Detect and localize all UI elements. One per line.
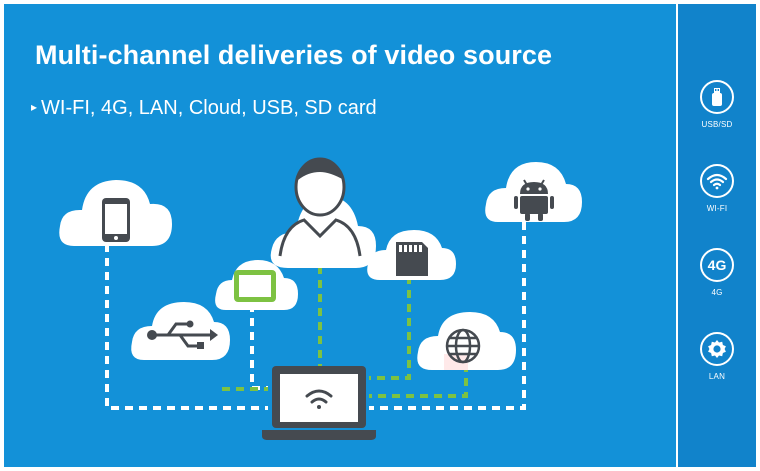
phone-link-line [105,244,268,410]
sidebar-label-usb-sd: USB/SD [701,120,733,129]
slide-canvas: Multi-channel deliveries of video source… [4,4,676,467]
cloud-smartphone [59,180,172,246]
tablet-icon [234,270,276,302]
sidebar-item-usb-sd[interactable]: USB/SD [678,80,756,129]
cloud-usb [131,302,230,360]
tablet-link-line [250,304,268,390]
laptop-icon [262,366,376,440]
delivery-diagram [59,157,582,440]
sidebar-item-wifi[interactable]: WI-FI [678,164,756,213]
channel-sidebar: USB/SD WI-FI 4G 4G LAN [678,4,756,467]
sidebar-label-wifi: WI-FI [706,204,728,213]
user-avatar-icon [278,157,362,257]
slide-title: Multi-channel deliveries of video source [35,40,553,70]
usb-stick-icon [700,80,734,114]
subtitle-bullet: ▸ [31,100,38,114]
sidebar-item-lan[interactable]: LAN [678,332,756,381]
sd-link-line [369,276,411,380]
globe-link-line [369,364,468,398]
smartphone-icon [102,198,130,242]
subtitle-text: WI-FI, 4G, LAN, Cloud, USB, SD card [41,97,377,119]
sidebar-item-4g[interactable]: 4G 4G [678,248,756,297]
sidebar-label-lan: LAN [708,372,726,381]
sd-card-icon [396,242,428,276]
cloud-tablet [215,260,298,310]
cloud-android [485,162,582,222]
cloud-user [270,157,376,268]
slide-subtitle: ▸WI-FI, 4G, LAN, Cloud, USB, SD card [31,97,377,120]
android-link-line [369,222,526,410]
sidebar-label-4g: 4G [711,288,723,297]
cloud-globe [417,312,516,370]
lan-gear-icon [700,332,734,366]
4g-icon: 4G [700,248,734,282]
usb-icon [147,320,218,349]
cloud-sd-card [367,230,456,280]
laptop-wifi-icon [305,389,333,409]
globe-icon [445,328,481,364]
wifi-icon [700,164,734,198]
4g-icon-glyph: 4G [707,257,727,273]
android-icon [514,179,554,221]
